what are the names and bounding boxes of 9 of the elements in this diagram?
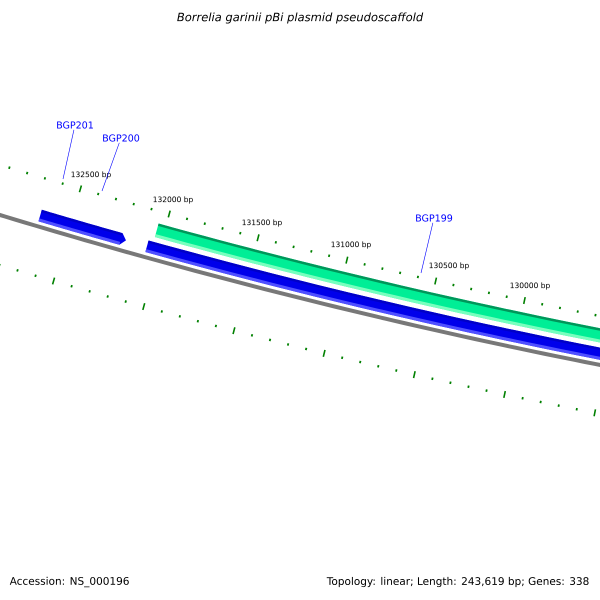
footer-text: Topology: linear; Length: 243,619 bp; Genes: 338 xyxy=(326,576,589,588)
leader-line xyxy=(420,222,434,274)
leader-line xyxy=(62,130,74,180)
footer-text: Accession: NS_000196 xyxy=(10,576,129,588)
title: Borrelia garinii pBi plasmid pseudoscaffold xyxy=(177,12,424,24)
gene-label: BGP199 xyxy=(416,214,452,222)
gene-label: BGP200 xyxy=(103,134,140,142)
leader-line xyxy=(102,142,120,192)
gene-label: BGP201 xyxy=(57,121,93,129)
